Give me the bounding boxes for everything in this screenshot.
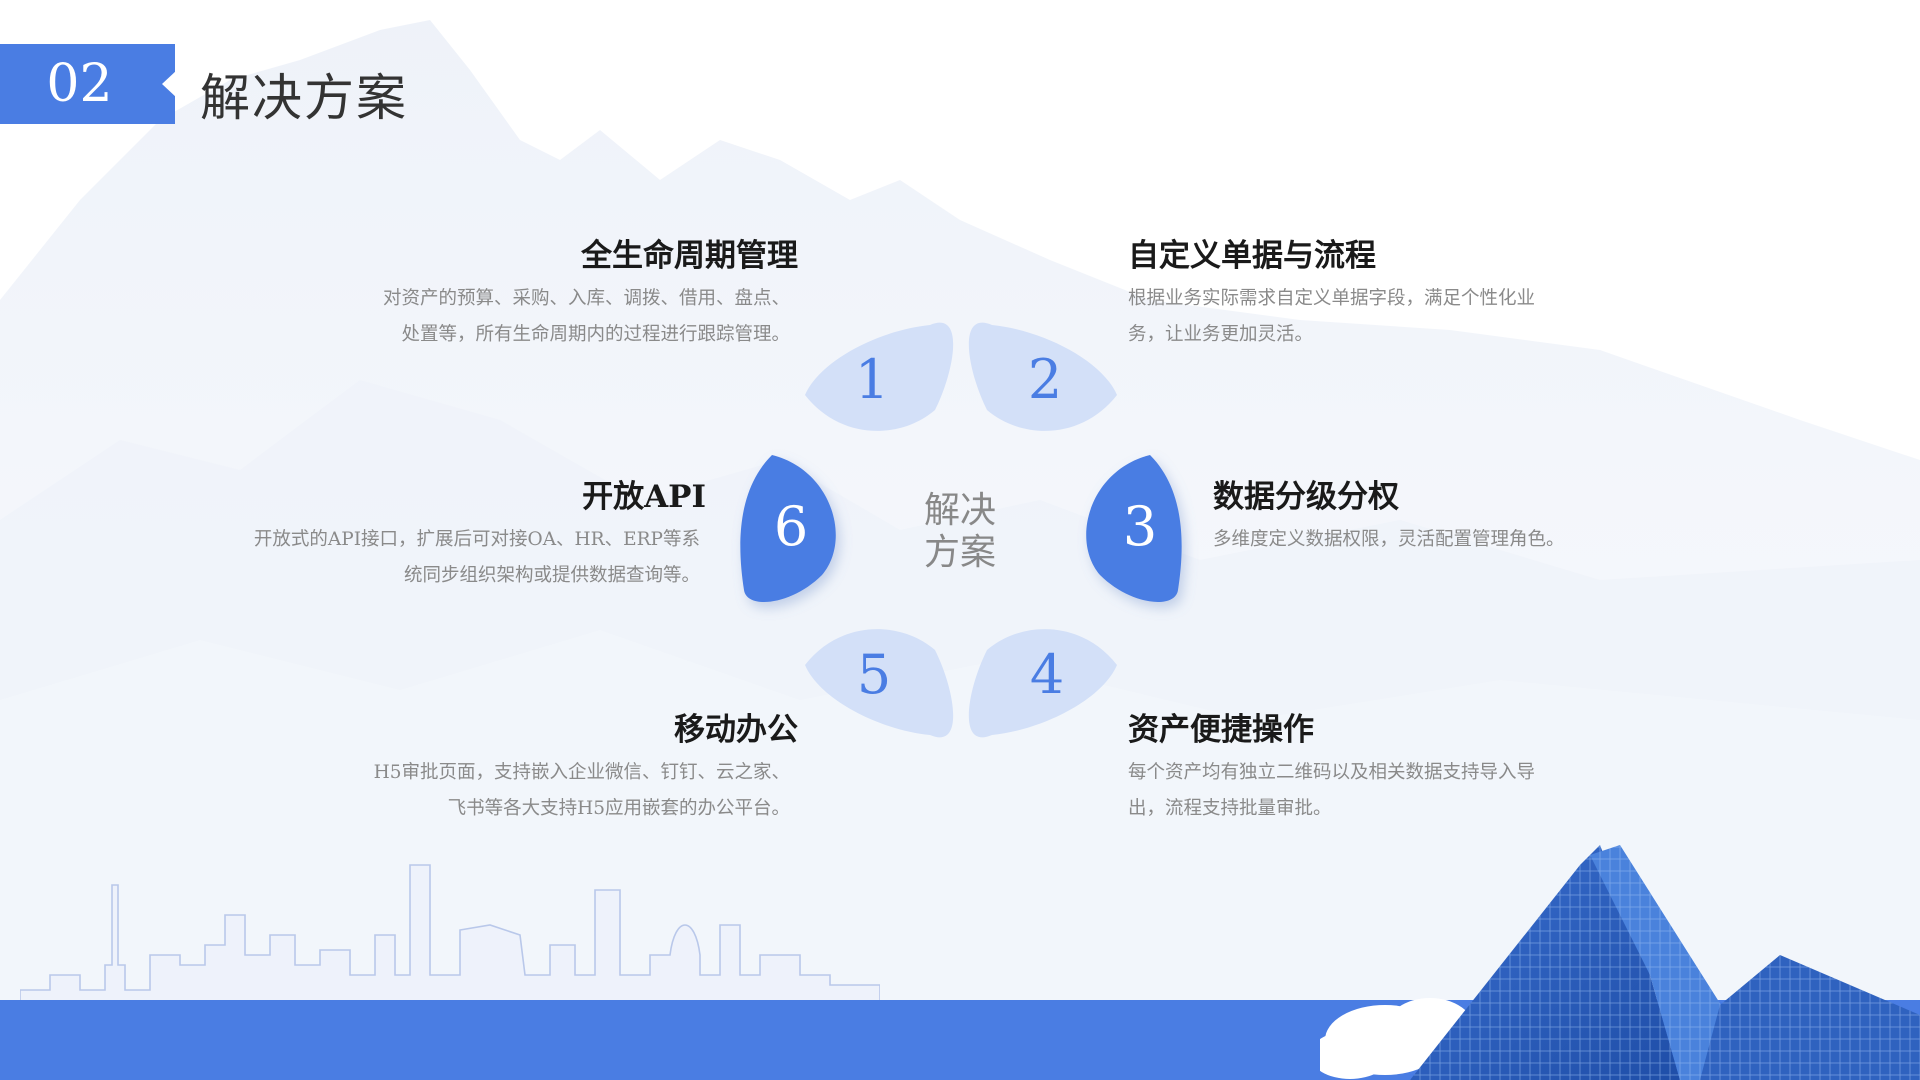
petal-3 [1086, 455, 1182, 602]
item-4-desc: 每个资产均有独立二维码以及相关数据支持导入导 出，流程支持批量审批。 [1128, 755, 1588, 827]
petal-number-4: 4 [1029, 643, 1065, 706]
item-4-desc-line1: 每个资产均有独立二维码以及相关数据支持导入导 [1128, 762, 1536, 783]
skyscraper [1320, 845, 1920, 1080]
item-6-desc-line1: 开放式的API接口，扩展后可对接OA、HR、ERP等系 [253, 529, 700, 550]
item-2-desc: 根据业务实际需求自定义单据字段，满足个性化业 务，让业务更加灵活。 [1128, 281, 1588, 353]
section-number: 02 [0, 44, 175, 124]
item-2-desc-line1: 根据业务实际需求自定义单据字段，满足个性化业 [1128, 288, 1536, 309]
item-3-desc-line1: 多维度定义数据权限，灵活配置管理角色。 [1213, 529, 1565, 550]
item-5-desc: H5审批页面，支持嵌入企业微信、钉钉、云之家、 飞书等各大支持H5应用嵌套的办公… [330, 755, 790, 827]
item-6-title: 开放API [582, 479, 706, 515]
petal-1 [805, 322, 954, 431]
item-6-desc: 开放式的API接口，扩展后可对接OA、HR、ERP等系 统同步组织架构或提供数据… [240, 522, 700, 594]
item-1-desc: 对资产的预算、采购、入库、调拨、借用、盘点、 处置等，所有生命周期内的过程进行跟… [330, 281, 790, 353]
center-label-line2: 方案 [923, 532, 996, 573]
item-5-desc-line2: 飞书等各大支持H5应用嵌套的办公平台。 [447, 798, 790, 819]
item-3-title: 数据分级分权 [1213, 479, 1399, 515]
petal-number-3: 3 [1122, 495, 1158, 558]
item-2-title: 自定义单据与流程 [1128, 238, 1376, 274]
item-5-title: 移动办公 [674, 712, 798, 748]
item-1-desc-line1: 对资产的预算、采购、入库、调拨、借用、盘点、 [382, 288, 790, 309]
petal-2 [968, 322, 1117, 431]
item-4-title: 资产便捷操作 [1128, 712, 1314, 748]
item-1-title: 全生命周期管理 [581, 238, 798, 274]
petal-number-5: 5 [856, 643, 892, 706]
petal-6 [740, 455, 836, 602]
city-skyline [20, 864, 880, 1005]
item-3-desc: 多维度定义数据权限，灵活配置管理角色。 [1213, 522, 1633, 558]
item-6-desc-line2: 统同步组织架构或提供数据查询等。 [403, 565, 700, 586]
petal-number-6: 6 [773, 495, 809, 558]
item-5-desc-line1: H5审批页面，支持嵌入企业微信、钉钉、云之家、 [373, 762, 790, 783]
page-title: 解决方案 [200, 69, 408, 127]
item-1-desc-line2: 处置等，所有生命周期内的过程进行跟踪管理。 [401, 324, 790, 345]
item-2-desc-line2: 务，让业务更加灵活。 [1128, 324, 1314, 345]
petal-5 [805, 629, 954, 738]
petal-4 [968, 629, 1117, 738]
petal-number-1: 1 [854, 348, 890, 411]
petal-number-2: 2 [1027, 348, 1063, 411]
center-label-line1: 解决 [923, 490, 996, 531]
section-number-notch [162, 70, 177, 98]
item-4-desc-line2: 出，流程支持批量审批。 [1128, 798, 1332, 819]
diagram-center-label: 解决 方案 [910, 490, 1010, 574]
